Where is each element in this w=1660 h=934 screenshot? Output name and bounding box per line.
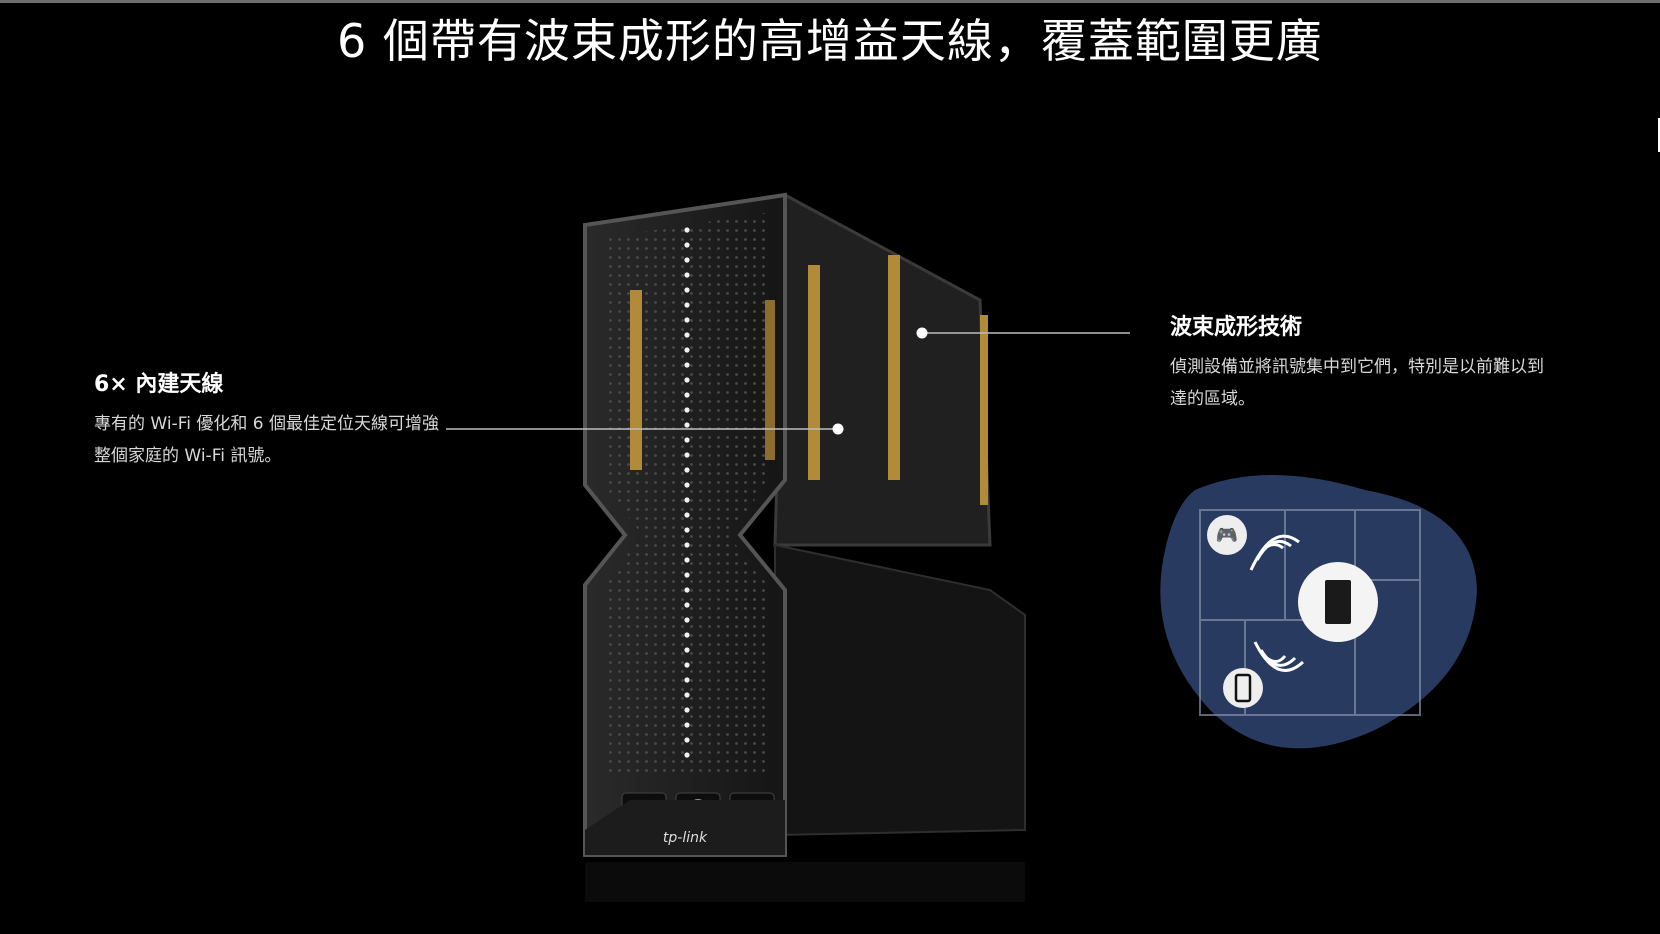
- led-dot: [684, 542, 690, 548]
- router-image: ↻ ✳ tp-link: [583, 192, 1026, 902]
- gamepad-device: [1207, 515, 1247, 555]
- antenna-strip: [888, 255, 900, 480]
- antenna-strip: [765, 300, 775, 460]
- led-dot: [684, 752, 690, 758]
- led-dot: [684, 662, 690, 668]
- led-dot: [684, 587, 690, 593]
- antenna-strip: [630, 290, 642, 470]
- led-dot: [684, 707, 690, 713]
- top-divider: [0, 0, 1660, 3]
- brand-logo: tp-link: [663, 830, 708, 846]
- led-dot: [684, 242, 690, 248]
- led-dot: [684, 422, 690, 428]
- antenna-strip: [980, 315, 988, 505]
- led-dot: [684, 392, 690, 398]
- led-dot: [684, 302, 690, 308]
- led-dot: [684, 257, 690, 263]
- page-title: 6 個帶有波束成形的高增益天線，覆蓋範圍更廣: [337, 14, 1323, 68]
- led-dot: [684, 272, 690, 278]
- led-dot: [684, 377, 690, 383]
- led-dot: [684, 362, 690, 368]
- led-dot: [684, 677, 690, 683]
- led-dot: [684, 287, 690, 293]
- led-dot: [684, 632, 690, 638]
- gamepad-icon: 🎮: [1216, 525, 1238, 546]
- led-dot: [684, 497, 690, 503]
- led-dot: [684, 527, 690, 533]
- led-dot: [684, 437, 690, 443]
- led-dot: [684, 452, 690, 458]
- router-icon: [1325, 580, 1351, 624]
- led-dot: [684, 467, 690, 473]
- beamforming-description: 偵測設備並將訊號集中到它們，特別是以前難以到達的區域。: [1170, 357, 1544, 409]
- led-dot: [684, 557, 690, 563]
- led-dot: [684, 227, 690, 233]
- led-dot: [684, 602, 690, 608]
- led-dot: [684, 407, 690, 413]
- led-dot: [684, 332, 690, 338]
- phone-icon: [1234, 673, 1252, 703]
- antenna-heading: 6× 內建天線: [94, 372, 224, 397]
- antenna-description: 專有的 Wi-Fi 優化和 6 個最佳定位天線可增強整個家庭的 Wi-Fi 訊號…: [94, 414, 439, 466]
- antenna-callout: 6× 內建天線 專有的 Wi-Fi 優化和 6 個最佳定位天線可增強整個家庭的 …: [94, 366, 454, 472]
- led-dot: [684, 737, 690, 743]
- led-dot: [684, 512, 690, 518]
- beamforming-callout: 波束成形技術 偵測設備並將訊號集中到它們，特別是以前難以到達的區域。: [1170, 309, 1550, 415]
- led-dot: [684, 482, 690, 488]
- led-dot: [684, 617, 690, 623]
- coverage-map: 🎮: [1160, 475, 1477, 749]
- led-dot: [684, 347, 690, 353]
- led-dot: [684, 692, 690, 698]
- led-dot: [684, 722, 690, 728]
- antenna-strip: [808, 265, 820, 480]
- led-dot: [684, 647, 690, 653]
- signal-waves: [1249, 534, 1305, 672]
- phone-device: [1223, 668, 1263, 708]
- beamforming-heading: 波束成形技術: [1170, 315, 1303, 340]
- led-dot: [684, 317, 690, 323]
- led-dot: [684, 572, 690, 578]
- scroll-edge-marker: [1658, 118, 1660, 152]
